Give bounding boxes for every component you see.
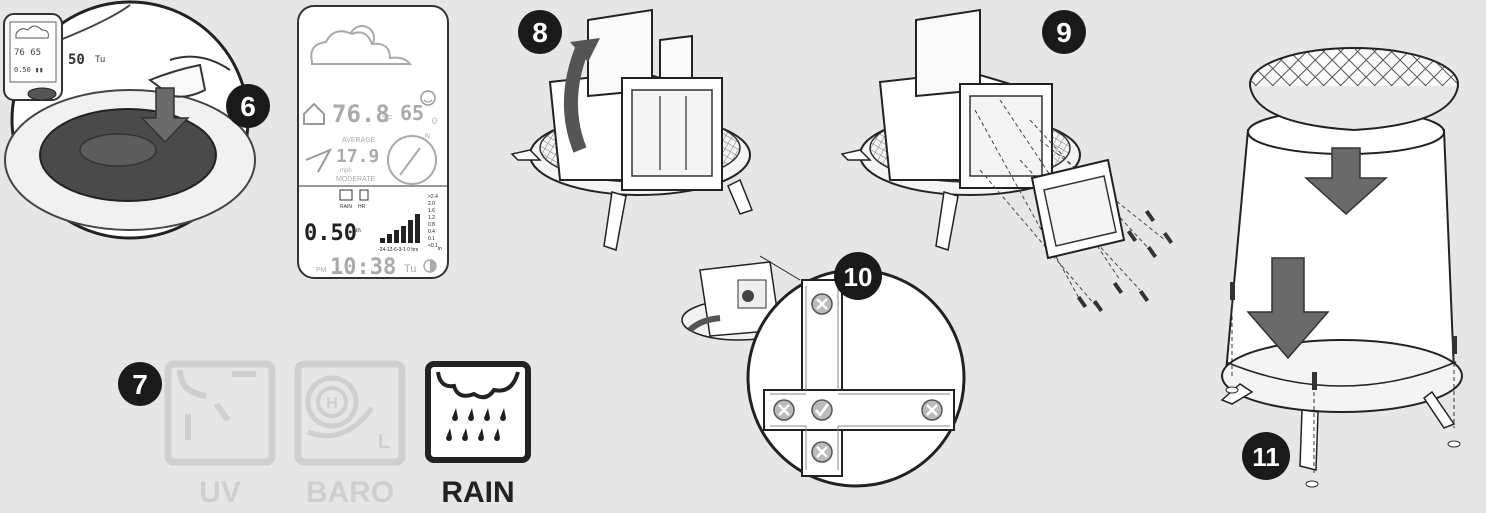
screw-icons xyxy=(1225,282,1461,488)
step-10-badge: 10 xyxy=(834,252,882,300)
uv-mode-icon: UV xyxy=(164,360,276,509)
wind-description: MODERATE xyxy=(336,176,375,183)
rain-hours-axis: -24-12-6-3-1 0 hrs xyxy=(378,247,419,253)
rain-label: RAIN xyxy=(441,476,514,508)
raindrops-icon xyxy=(446,408,506,441)
baro-low-letter: L xyxy=(378,431,390,453)
rain-scale: >2.4 2.0 1.6 1.2 0.8 0.4 0.1 <0.1 in xyxy=(428,194,442,252)
compass-icon: N xyxy=(387,133,437,185)
step6-illustration: 76 65 0.50 ▮▮ 50 Tu 6 xyxy=(3,0,270,240)
mini-time: 50 xyxy=(68,52,85,68)
rain-mode-icon: RAIN xyxy=(425,361,531,509)
step10-illustration: 10 xyxy=(681,252,966,488)
pm-indicator: PM xyxy=(316,267,327,274)
weather-console: 76.8 °F 65 0 AVERAGE 17.9 mph MODERATE N… xyxy=(297,5,449,280)
indoor-temperature: 76.8 xyxy=(332,100,390,128)
wind-speed: 17.9 xyxy=(336,146,379,167)
humidity-decimal: 0 xyxy=(432,116,437,126)
scale-label: 2.0 xyxy=(428,201,435,207)
humidity-value: 65 xyxy=(400,101,424,125)
step9-illustration: 9 xyxy=(840,8,1174,313)
scale-label: 1.6 xyxy=(428,208,435,214)
scale-label: >2.4 xyxy=(428,194,438,200)
step-6-number: 6 xyxy=(240,91,256,122)
down-arrow-icon xyxy=(140,87,190,144)
baro-label: BARO xyxy=(306,476,394,508)
step6-circle-view xyxy=(4,0,256,240)
rain-gauge-icon: RAIN HR xyxy=(339,189,369,210)
home-icon xyxy=(303,102,325,125)
rain-icon-label: RAIN xyxy=(340,204,352,210)
bubble-wrong-icon xyxy=(921,399,943,421)
step-8-number: 8 xyxy=(532,17,548,48)
step-11-number: 11 xyxy=(1252,442,1280,472)
wind-unit: mph xyxy=(340,168,352,174)
bubble-wrong-icon xyxy=(773,399,795,421)
clock-time: 10:38 xyxy=(330,255,396,280)
baro-mode-icon: H L BARO xyxy=(294,360,406,509)
step-8-badge: 8 xyxy=(518,10,562,54)
down-arrow-icon xyxy=(1304,147,1388,216)
scale-label: 0.1 xyxy=(428,236,435,242)
mini-console: 76 65 0.50 ▮▮ 50 Tu xyxy=(3,13,105,101)
bubble-correct-icon xyxy=(811,399,833,421)
screw-icons xyxy=(1076,209,1174,313)
step7-illustration: 7 UV H L BARO xyxy=(118,360,531,509)
svg-text:76 65: 76 65 xyxy=(14,48,41,58)
down-arrow-icon xyxy=(1246,257,1330,360)
level-detail-circle xyxy=(746,268,966,488)
bubble-wrong-icon xyxy=(811,293,833,315)
time-row: PM 10:38 Tu xyxy=(316,255,437,280)
step-9-badge: 9 xyxy=(1042,10,1086,54)
rain-history-bars xyxy=(380,214,420,243)
wind-average-label: AVERAGE xyxy=(342,137,376,144)
mini-day: Tu xyxy=(95,54,105,64)
compass-north: N xyxy=(425,133,430,140)
svg-text:0.50 ▮▮: 0.50 ▮▮ xyxy=(14,66,44,74)
step-11-badge: 11 xyxy=(1242,432,1290,480)
step-10-number: 10 xyxy=(844,262,873,292)
rain-amount-unit: in xyxy=(356,228,361,234)
step8-illustration: 8 xyxy=(510,8,753,251)
bubble-wrong-icon xyxy=(811,441,833,463)
step-7-badge: 7 xyxy=(118,362,162,406)
scale-label: <0.1 xyxy=(428,243,438,249)
step-6-badge: 6 xyxy=(226,84,270,128)
moon-phase-icon xyxy=(423,259,437,273)
scale-label: 0.8 xyxy=(428,222,435,228)
clock-day: Tu xyxy=(404,263,416,275)
step-7-number: 7 xyxy=(132,369,148,400)
scale-unit: in xyxy=(438,246,442,252)
uv-label: UV xyxy=(199,476,241,508)
wind-flag-icon xyxy=(305,147,333,173)
rain-amount: 0.50 xyxy=(304,221,357,246)
partly-cloudy-icon xyxy=(310,25,413,65)
rain-hour-label: HR xyxy=(358,204,366,210)
step-9-number: 9 xyxy=(1056,17,1072,48)
temperature-unit: °F xyxy=(382,114,392,125)
baro-high-letter: H xyxy=(326,395,338,412)
scale-label: 0.4 xyxy=(428,229,435,235)
funnel-top xyxy=(1249,47,1459,132)
comfort-smiley-icon xyxy=(420,90,436,106)
step11-illustration: 11 xyxy=(1220,47,1463,488)
scale-label: 1.2 xyxy=(428,215,435,221)
